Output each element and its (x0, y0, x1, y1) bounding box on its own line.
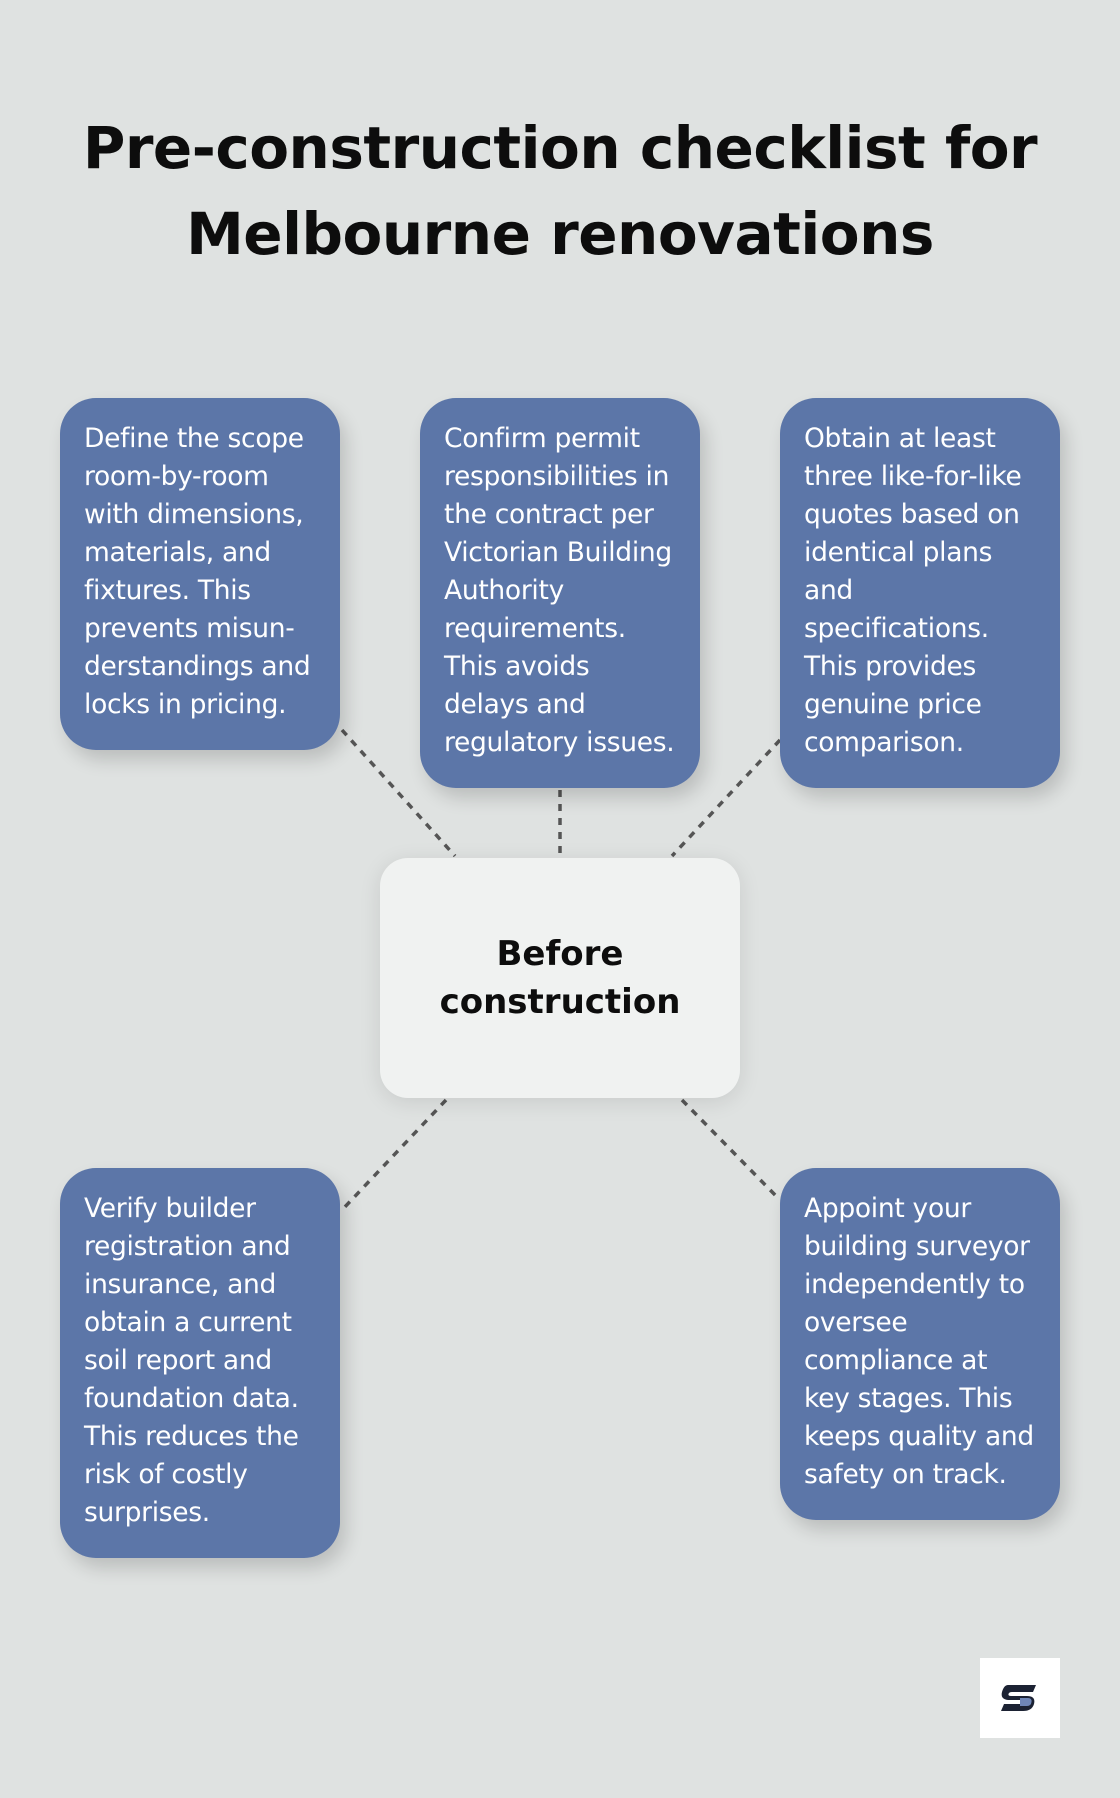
connector-line-3 (670, 738, 782, 858)
checklist-card-quotes: Obtain at least three like-for-like quot… (780, 398, 1060, 788)
checklist-card-text: Confirm permit responsibilities in the c… (444, 423, 675, 758)
checklist-card-text: Obtain at least three like-for-like quot… (804, 423, 1022, 758)
checklist-card-text: Define the scope room-by-room with dimen… (84, 423, 311, 720)
brand-logo (980, 1658, 1060, 1738)
checklist-card-text: Appoint your building surveyor independe… (804, 1193, 1034, 1490)
checklist-card-text: Verify builder registration and insuranc… (84, 1193, 299, 1528)
checklist-card-scope: Define the scope room-by-room with dimen… (60, 398, 340, 750)
checklist-card-builder-verification: Verify builder registration and insuranc… (60, 1168, 340, 1558)
center-node: Before construction (380, 858, 740, 1098)
connector-line-4 (340, 1098, 448, 1212)
checklist-card-surveyor: Appoint your building surveyor independe… (780, 1168, 1060, 1520)
connector-line-1 (340, 728, 457, 858)
checklist-card-permits: Confirm permit responsibilities in the c… (420, 398, 700, 788)
center-node-label: Before construction (439, 934, 681, 1022)
brand-logo-icon (1001, 1685, 1036, 1711)
page-title: Pre-construction checklist for Melbourne… (82, 114, 1038, 268)
connector-line-5 (680, 1098, 782, 1202)
